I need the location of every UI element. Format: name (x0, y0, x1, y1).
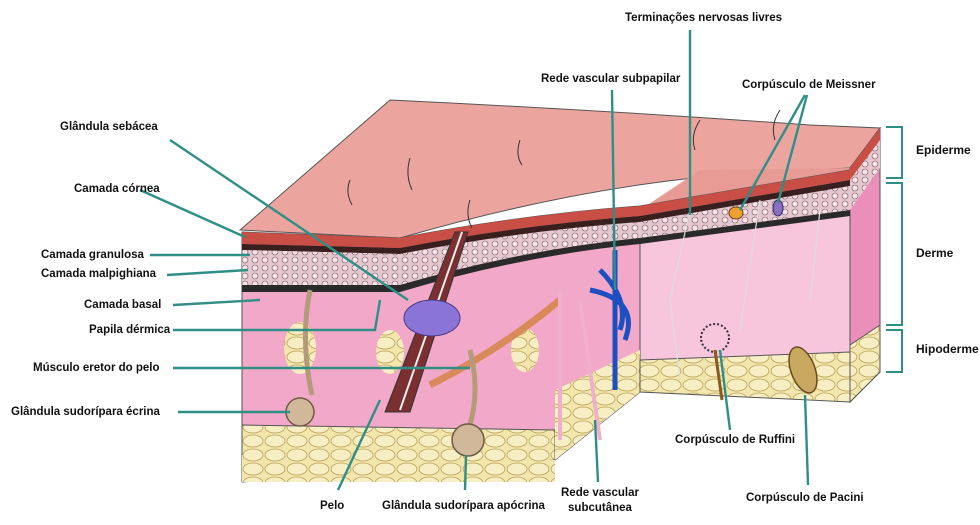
label-glandula-sudoripara-apocrina: Glândula sudorípara apócrina (382, 500, 545, 513)
label-rede-vascular-subcutanea-1: Rede vascular (560, 487, 640, 500)
layer-label-epiderme: Epiderme (916, 143, 971, 157)
label-pelo: Pelo (320, 500, 344, 513)
label-corpusculo-meissner: Corpúsculo de Meissner (742, 79, 876, 92)
label-corpusculo-pacini: Corpúsculo de Pacini (746, 492, 864, 505)
layer-label-hipoderme: Hipoderme (916, 342, 979, 356)
layer-brackets (886, 127, 902, 372)
apocrine-gland (452, 424, 484, 456)
eccrine-gland (286, 398, 314, 426)
label-rede-vascular-subcutanea-2: subcutânea (560, 502, 640, 515)
label-rede-vascular-subpapilar: Rede vascular subpapilar (541, 73, 680, 86)
label-glandula-sudoripara-ecrina: Glândula sudorípara écrina (11, 406, 160, 419)
label-corpusculo-ruffini: Corpúsculo de Ruffini (675, 434, 795, 447)
label-camada-malpighiana: Camada malpighiana (41, 268, 156, 281)
label-camada-cornea: Camada córnea (74, 183, 160, 196)
sebaceous-gland (404, 300, 460, 336)
label-camada-granulosa: Camada granulosa (41, 249, 144, 262)
label-papila-dermica: Papila dérmica (89, 324, 170, 337)
label-glandula-sebacea: Glândula sebácea (60, 121, 158, 134)
layer-label-derme: Derme (916, 246, 953, 260)
label-musculo-eretor: Músculo eretor do pelo (33, 362, 160, 375)
hypodermis-right (640, 352, 850, 402)
label-terminacoes-nervosas: Terminações nervosas livres (625, 12, 782, 25)
label-camada-basal: Camada basal (84, 299, 161, 312)
